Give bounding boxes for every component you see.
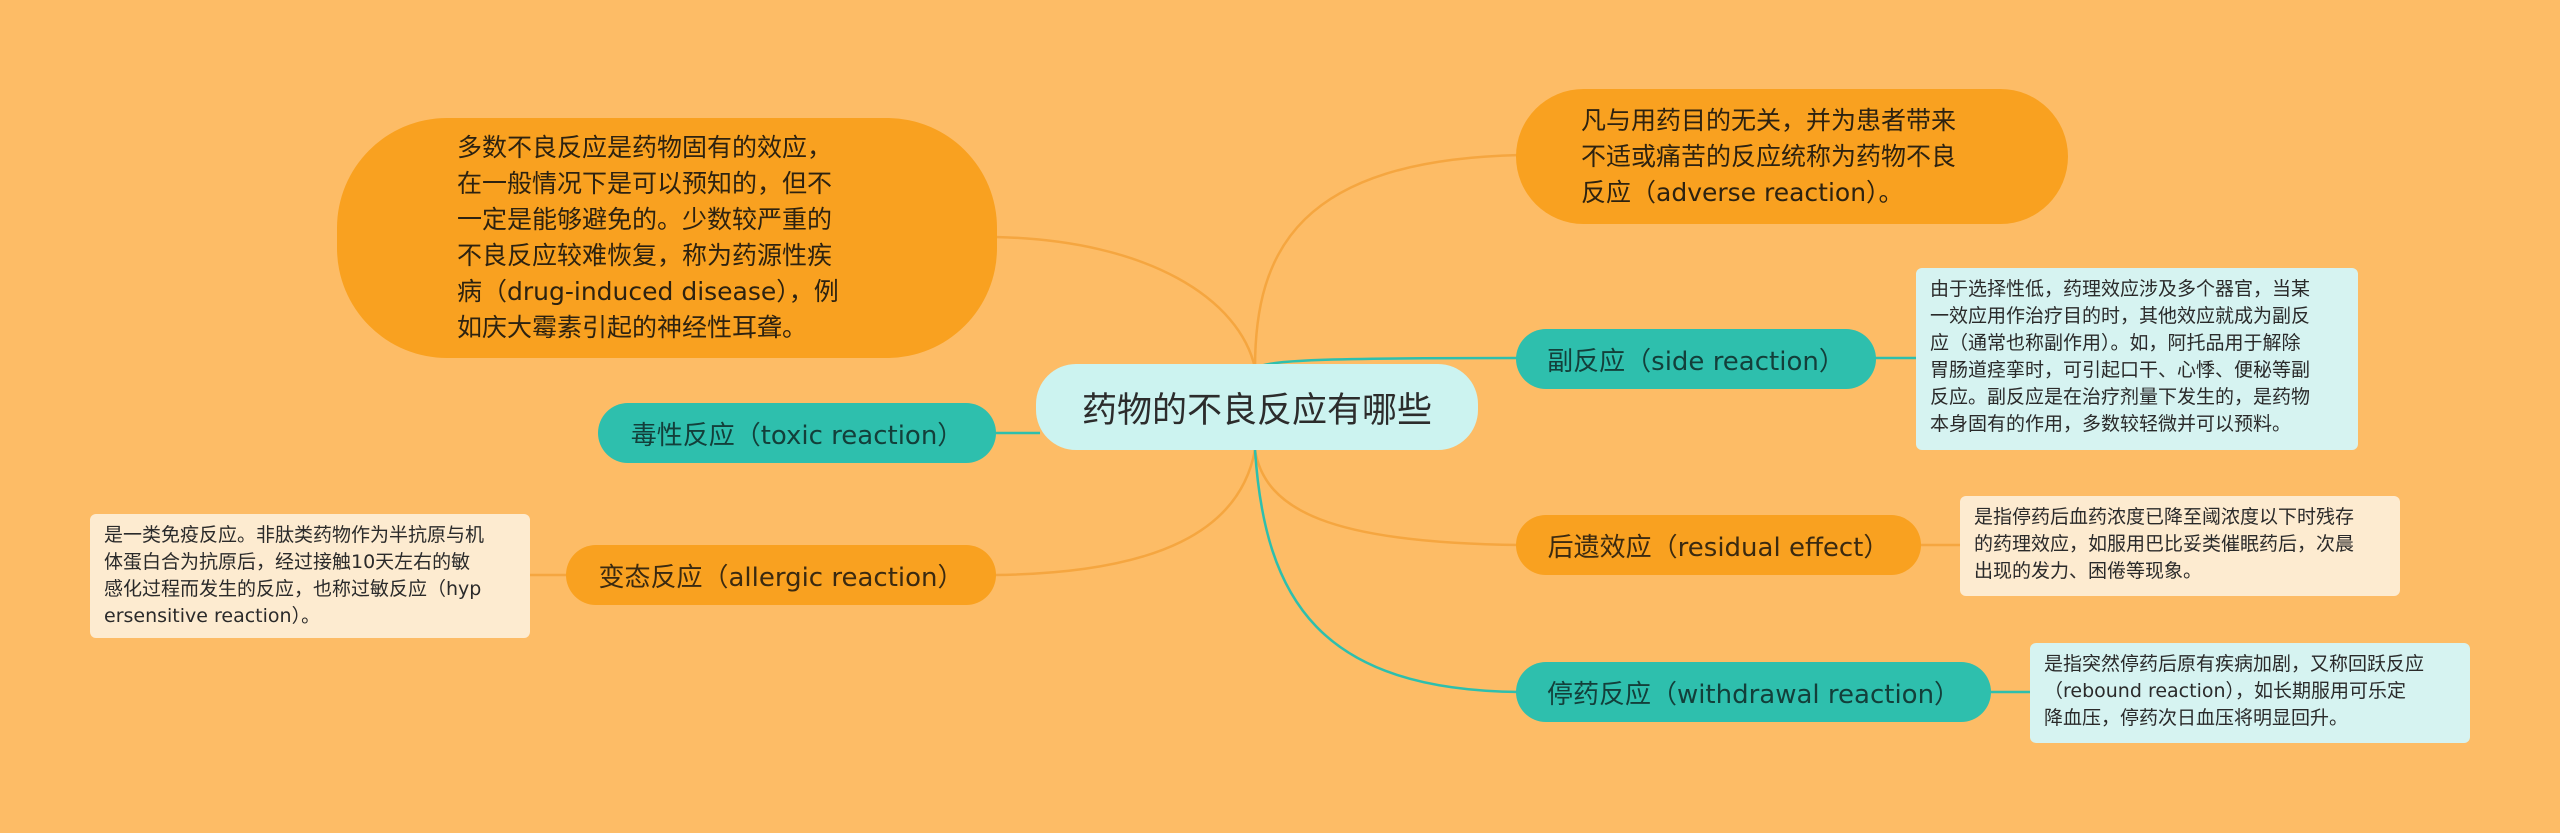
- link-root-allergic: [994, 449, 1257, 577]
- side-reaction-note: 由于选择性低，药理效应涉及多个器官，当某 一效应用作治疗目的时，其他效应就成为副…: [1916, 268, 2358, 450]
- root-node[interactable]: 药物的不良反应有哪些: [1036, 364, 1478, 450]
- root-label: 药物的不良反应有哪些: [1081, 390, 1432, 431]
- side-reaction-node[interactable]: 副反应（side reaction）: [1516, 329, 1876, 389]
- toxic-reaction-node[interactable]: 毒性反应（toxic reaction）: [598, 403, 996, 463]
- residual-effect-node[interactable]: 后遗效应（residual effect）: [1516, 515, 1921, 575]
- link-root-residual: [1253, 449, 1521, 547]
- side-reaction-label: 副反应（side reaction）: [1547, 346, 1845, 377]
- definition-text: 凡与用药目的无关，并为患者带来 不适或痛苦的反应统称为药物不良 反应（adver…: [1581, 105, 1957, 207]
- allergic-reaction-note: 是一类免疫反应。非肽类药物作为半抗原与机 体蛋白合为抗原后，经过接触10天左右的…: [90, 514, 530, 638]
- link-root-intro: [994, 235, 1257, 369]
- toxic-reaction-label: 毒性反应（toxic reaction）: [630, 420, 964, 451]
- link-root-withdrawal: [1253, 449, 1521, 694]
- residual-effect-label: 后遗效应（residual effect）: [1547, 532, 1890, 563]
- withdrawal-reaction-node[interactable]: 停药反应（withdrawal reaction）: [1516, 662, 1991, 722]
- withdrawal-reaction-note: 是指突然停药后原有疾病加剧，又称回跃反应 （rebound reaction），…: [2030, 643, 2470, 743]
- withdrawal-reaction-label: 停药反应（withdrawal reaction）: [1546, 679, 1961, 710]
- residual-effect-note: 是指停药后血药浓度已降至阈浓度以下时残存 的药理效应，如服用巴比妥类催眠药后，次…: [1960, 496, 2400, 596]
- link-root-definition: [1253, 153, 1521, 369]
- allergic-reaction-node[interactable]: 变态反应（allergic reaction）: [566, 545, 996, 605]
- intro-text: 多数不良反应是药物固有的效应， 在一般情况下是可以预知的，但不 一定是能够避免的…: [457, 133, 839, 342]
- intro-node[interactable]: 多数不良反应是药物固有的效应， 在一般情况下是可以预知的，但不 一定是能够避免的…: [337, 118, 997, 358]
- definition-node[interactable]: 凡与用药目的无关，并为患者带来 不适或痛苦的反应统称为药物不良 反应（adver…: [1516, 89, 2068, 224]
- allergic-reaction-label: 变态反应（allergic reaction）: [598, 562, 964, 593]
